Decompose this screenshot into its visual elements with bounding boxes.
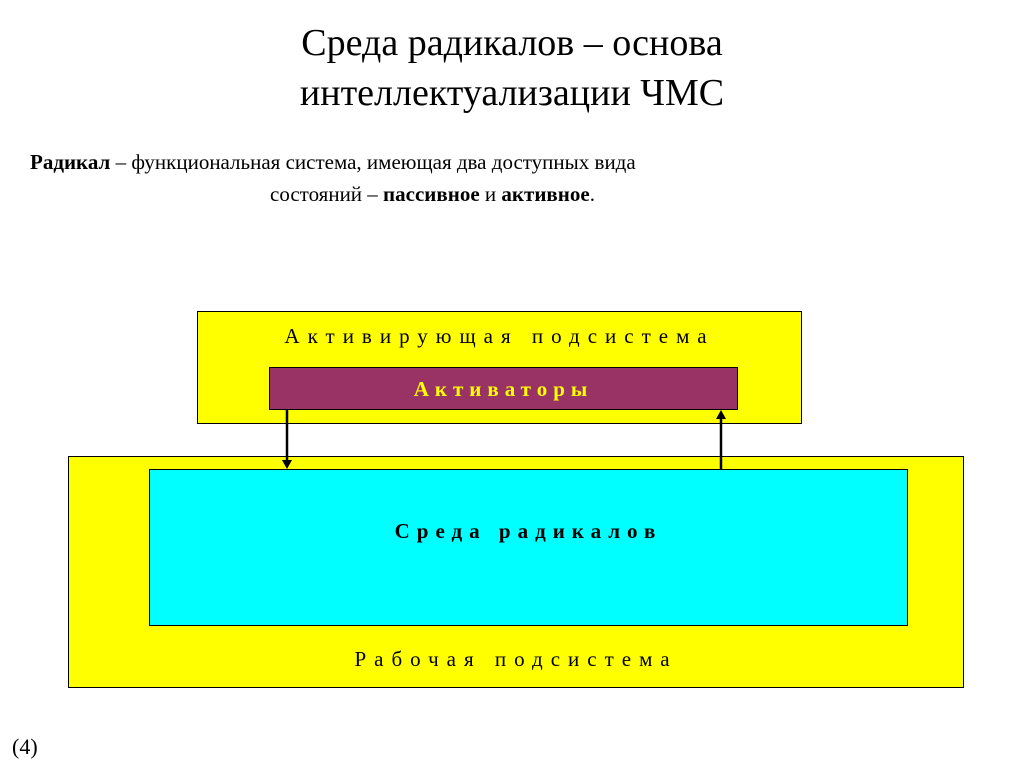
activators-label: Активаторы	[413, 377, 594, 401]
radical-environment-box: Среда радикалов	[149, 469, 908, 626]
definition-end: .	[589, 182, 595, 206]
definition-conj: и	[479, 182, 502, 206]
definition-text-1: – функциональная система, имеющая два до…	[110, 150, 636, 174]
title-line-2: интеллектуализации ЧМС	[299, 72, 725, 114]
activators-box: Активаторы	[269, 367, 738, 410]
working-subsystem-label: Рабочая подсистема	[354, 647, 678, 671]
radical-definition: Радикал – функциональная система, имеюща…	[30, 146, 930, 210]
definition-active: активное	[501, 182, 590, 206]
definition-text-2: состояний –	[270, 182, 384, 206]
definition-term: Радикал	[30, 150, 111, 174]
definition-passive: пассивное	[383, 182, 480, 206]
activating-subsystem-label: Активирующая подсистема	[284, 324, 715, 348]
radical-environment-label: Среда радикалов	[394, 519, 663, 543]
slide-number: (4)	[12, 734, 38, 759]
definition-line-2: состояний – пассивное и активное.	[30, 178, 930, 210]
slide-title: Среда радикалов – основа интеллектуализа…	[0, 18, 1024, 118]
title-line-1: Среда радикалов – основа	[301, 22, 723, 64]
